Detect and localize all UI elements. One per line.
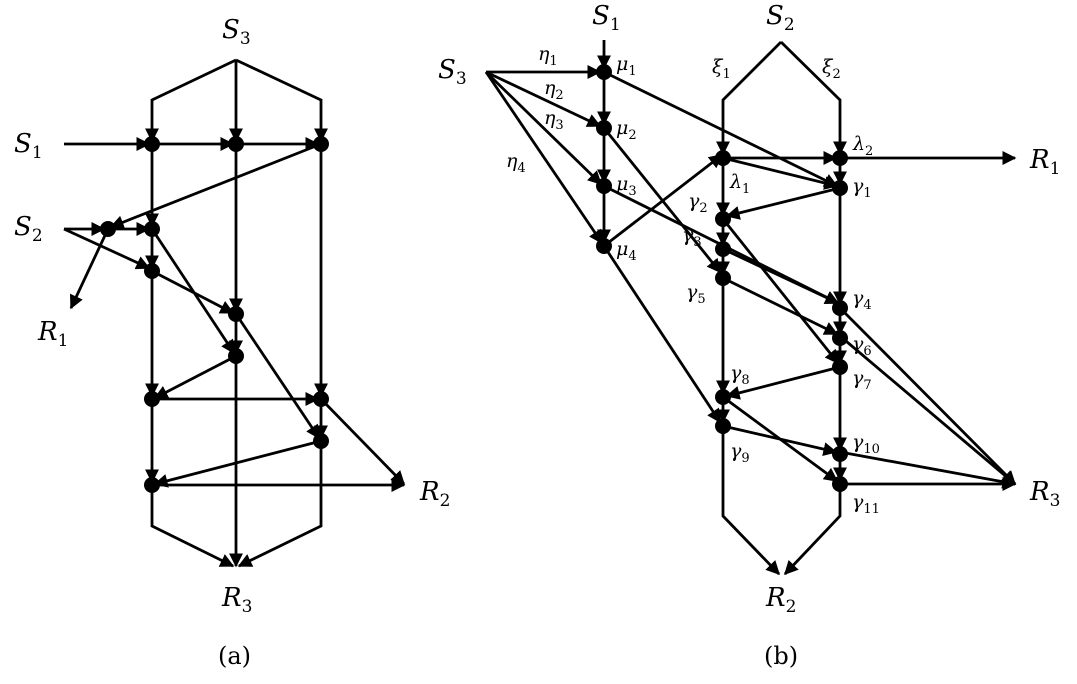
label-mu3: μ3 [616, 173, 637, 199]
label-eta2: η2 [544, 77, 564, 103]
label-gamma2: γ2 [688, 190, 708, 216]
panel-a-edges [63, 58, 406, 568]
node-mu2 [596, 120, 612, 136]
label-mu1: μ1 [616, 53, 637, 79]
label-gamma6: γ6 [852, 333, 872, 359]
node-gamma4 [832, 300, 848, 316]
label-eta4: η4 [506, 150, 526, 176]
node-lambda1 [715, 150, 731, 166]
label-b-s1: S1 [592, 1, 621, 35]
label-b-s2: S2 [766, 1, 795, 35]
node-mu1 [596, 64, 612, 80]
panel-b-edges [484, 40, 1017, 576]
node-gamma7 [832, 359, 848, 375]
label-gamma7: γ7 [852, 367, 872, 393]
label-lambda2: λ2 [852, 133, 873, 159]
label-a-s3: S3 [222, 15, 251, 49]
caption-b: (b) [764, 642, 798, 670]
label-xi1: ξ1 [712, 56, 731, 82]
label-a-s2: S2 [14, 212, 43, 246]
node [313, 136, 329, 152]
panel-b-labels: S1 S2 S3 R1 R3 R2 η1 η2 η3 η4 μ1 μ2 μ3 μ… [438, 1, 1060, 670]
node [313, 433, 329, 449]
label-gamma10: γ10 [852, 431, 880, 457]
label-a-r2: R2 [419, 477, 450, 511]
node-gamma1 [832, 180, 848, 196]
node-gamma8 [715, 389, 731, 405]
label-eta3: η3 [544, 107, 564, 133]
node-gamma5 [715, 270, 731, 286]
node [144, 263, 160, 279]
node [144, 136, 160, 152]
panel-b: S1 S2 S3 R1 R3 R2 η1 η2 η3 η4 μ1 μ2 μ3 μ… [438, 1, 1060, 670]
label-eta1: η1 [538, 43, 558, 69]
label-b-r3: R3 [1029, 477, 1060, 511]
label-xi2: ξ2 [822, 56, 841, 82]
label-gamma11: γ11 [852, 491, 880, 517]
node-gamma10 [832, 446, 848, 462]
panel-b-nodes [596, 64, 848, 492]
label-lambda1: λ1 [729, 171, 750, 197]
label-mu4: μ4 [616, 238, 637, 264]
node-mu3 [596, 178, 612, 194]
panel-a: S3 S1 S2 R1 R2 R3 (a) [14, 15, 450, 670]
node [144, 221, 160, 237]
label-a-r1: R1 [37, 317, 68, 351]
panel-a-labels: S3 S1 S2 R1 R2 R3 (a) [14, 15, 450, 670]
label-gamma5: γ5 [686, 281, 706, 307]
label-a-r3: R3 [221, 583, 252, 617]
label-gamma1: γ1 [852, 175, 872, 201]
node [313, 391, 329, 407]
node-gamma9 [715, 418, 731, 434]
label-gamma8: γ8 [730, 362, 750, 388]
label-b-s3: S3 [438, 55, 467, 89]
label-gamma9: γ9 [730, 440, 750, 466]
node [228, 136, 244, 152]
node [228, 306, 244, 322]
node [100, 221, 116, 237]
node-gamma11 [832, 476, 848, 492]
label-a-s1: S1 [14, 129, 43, 163]
label-b-r2: R2 [765, 583, 796, 617]
panel-a-nodes [100, 136, 329, 493]
label-mu2: μ2 [616, 117, 637, 143]
node-gamma6 [832, 330, 848, 346]
node [144, 477, 160, 493]
node-lambda2 [832, 150, 848, 166]
node-gamma2 [715, 211, 731, 227]
node-gamma3 [715, 241, 731, 257]
node [228, 348, 244, 364]
node-mu4 [596, 238, 612, 254]
label-gamma3: γ3 [682, 224, 702, 250]
caption-a: (a) [218, 642, 251, 670]
node [144, 391, 160, 407]
label-b-r1: R1 [1029, 145, 1060, 179]
label-gamma4: γ4 [852, 287, 872, 313]
